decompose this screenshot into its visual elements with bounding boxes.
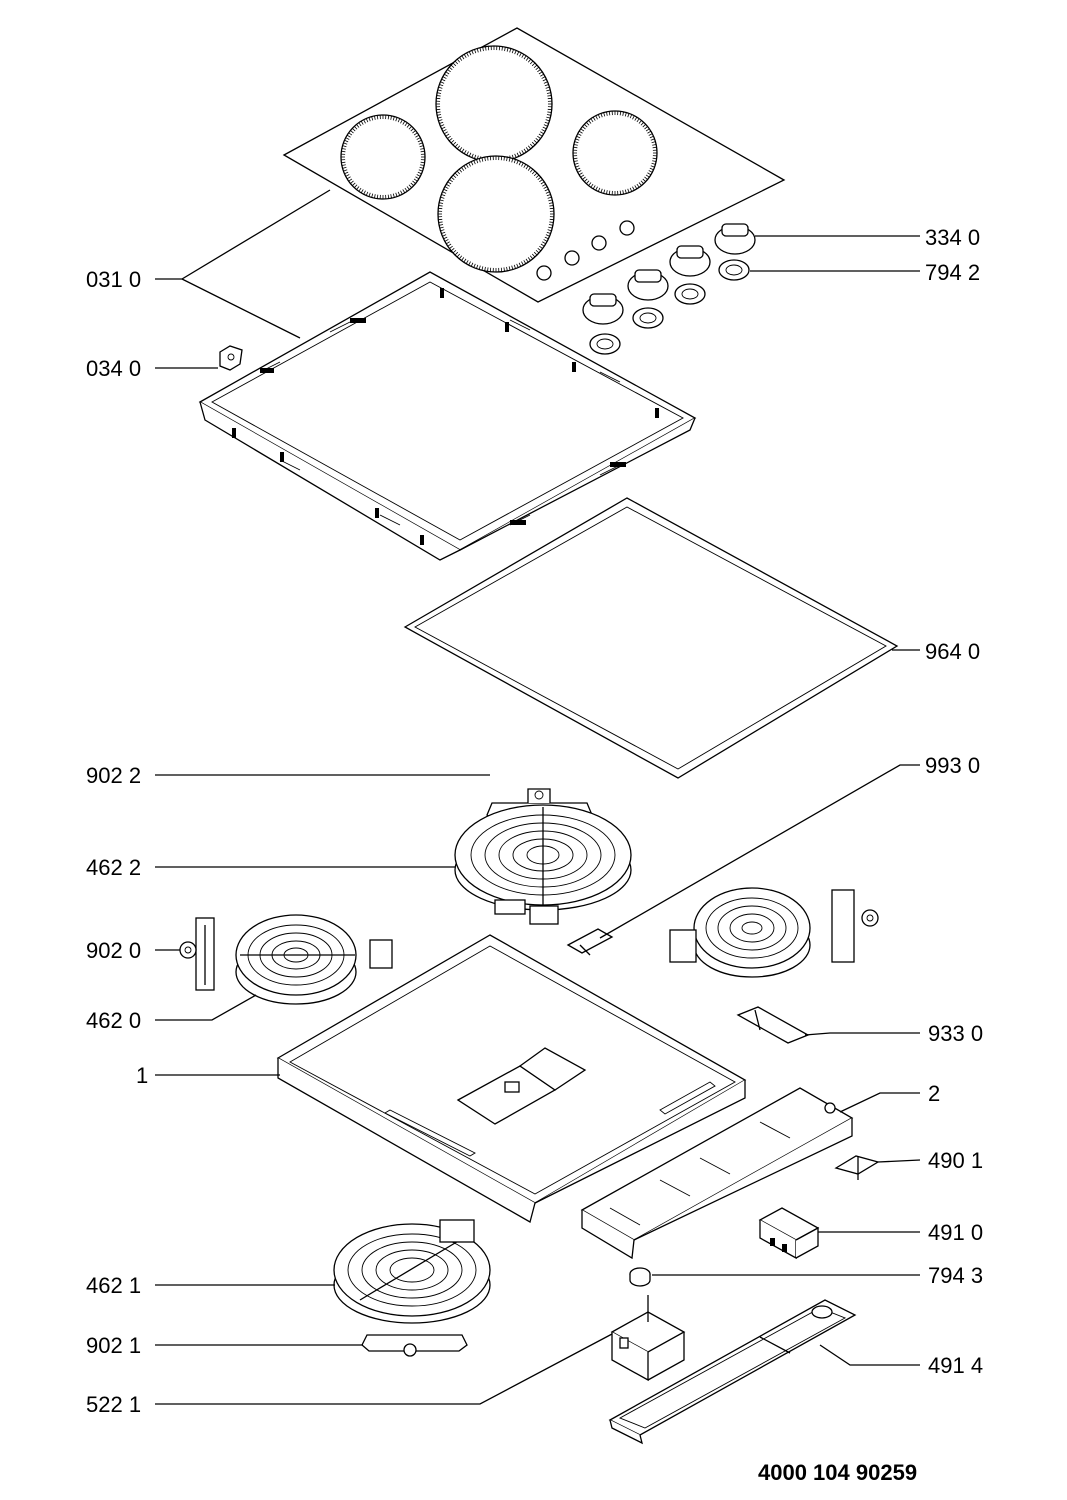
part-933-0	[736, 1006, 810, 1044]
gasket-seal	[403, 497, 899, 779]
label-462-0: 462 0	[86, 1008, 141, 1033]
label-491-4: 491 4	[928, 1353, 983, 1378]
part-794-3	[629, 1267, 651, 1287]
document-code: 4000 104 90259	[758, 1460, 917, 1485]
label-902-1: 902 1	[86, 1333, 141, 1358]
label-794-2: 794 2	[925, 260, 980, 285]
bracket-902-0	[179, 917, 215, 991]
label-034-0: 034 0	[86, 356, 141, 381]
knob-bezels	[589, 259, 750, 355]
label-993-0: 993 0	[925, 753, 980, 778]
label-491-0: 491 0	[928, 1220, 983, 1245]
heating-element-462-0	[235, 914, 393, 1005]
zone-edge-ticks	[341, 115, 425, 199]
knob	[669, 245, 711, 277]
zone-edge-ticks	[436, 46, 552, 162]
label-490-1: 490 1	[928, 1148, 983, 1173]
part-labels: 334 0 794 2 031 0 034 0 964 0 902 2 993 …	[86, 225, 983, 1417]
leader-lines	[155, 189, 921, 1405]
energy-regulator	[610, 1295, 686, 1382]
label-933-0: 933 0	[928, 1021, 983, 1046]
part-490-1	[834, 1155, 880, 1180]
label-031-0: 031 0	[86, 267, 141, 292]
heating-element-right	[669, 887, 879, 978]
ceramic-glass-top	[282, 27, 786, 303]
frame-clip	[219, 345, 243, 371]
knob	[627, 269, 669, 301]
label-462-2: 462 2	[86, 855, 141, 880]
label-334-0: 334 0	[925, 225, 980, 250]
base-tray	[276, 934, 747, 1223]
heating-element-462-2	[454, 804, 632, 925]
label-2: 2	[928, 1081, 940, 1106]
zone-edge-ticks	[573, 111, 657, 195]
label-522-1: 522 1	[86, 1392, 141, 1417]
terminal-cover	[608, 1299, 857, 1445]
zone-edge-ticks	[438, 156, 554, 272]
label-462-1: 462 1	[86, 1273, 141, 1298]
knob	[714, 223, 756, 255]
terminal-housing	[580, 1087, 854, 1260]
label-794-3: 794 3	[928, 1263, 983, 1288]
label-902-0: 902 0	[86, 938, 141, 963]
hob-frame	[198, 271, 697, 561]
control-knobs	[582, 223, 756, 325]
sensor-993-0	[566, 928, 614, 956]
knob	[582, 293, 624, 325]
heating-element-462-1	[333, 1219, 491, 1324]
part-491-0	[758, 1207, 820, 1260]
label-902-2: 902 2	[86, 763, 141, 788]
bracket-902-1	[361, 1334, 468, 1357]
label-964-0: 964 0	[925, 639, 980, 664]
label-1: 1	[136, 1063, 148, 1088]
